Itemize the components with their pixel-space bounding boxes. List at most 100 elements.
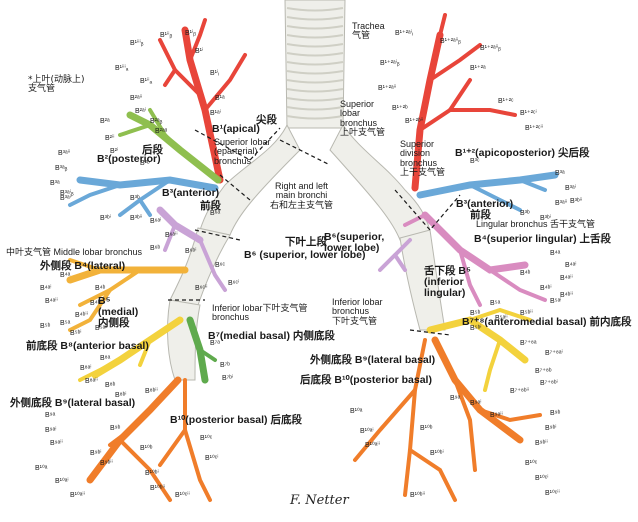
trachea <box>284 0 346 129</box>
segment-code-label: B⁵ᵃ <box>490 300 501 307</box>
segment-code-label: B⁹ᵇ <box>550 410 561 417</box>
b6-superior-lower-left-label: B⁶(superior, lower lobe) <box>324 231 385 255</box>
b1-2-apicoposterior-label: B¹⁺²(apicoposterior) 尖后段 <box>455 147 590 159</box>
segment-code-label: B⁶ᶜⁱ <box>228 280 240 287</box>
segment-code-label: B⁴ᵇ <box>95 285 106 292</box>
segment-code-label: B³ᵃⁱ <box>60 195 71 202</box>
segment-code-label: B²ᵃⁱⁱ <box>130 95 143 102</box>
segment-code-label: B⁵ᵃⁱ <box>95 325 107 332</box>
b4-lateral-label: 外侧段 B⁴(lateral) <box>40 260 126 272</box>
segment-code-label: B¹⁺²ᶜⁱ <box>520 110 537 117</box>
lower-basal-branch <box>453 378 477 472</box>
b2-posterior-cn-label: 后段 <box>142 144 163 156</box>
segment-boundary-dashed-line <box>394 189 461 231</box>
segment-code-label: B⁸ᵃⁱⁱ <box>85 378 98 385</box>
segment-code-label: B¹⁰ᵃⁱ <box>360 428 374 435</box>
segment-code-label: B⁴ᵃⁱⁱ <box>560 275 573 282</box>
trachea-ring <box>286 7 344 12</box>
segment-code-label: B¹⁺²ᶜⁱⁱ <box>525 125 544 132</box>
segment-code-label: B⁶ᵇⁱ <box>185 248 197 255</box>
segment-code-label: B⁴ᵃⁱⁱ <box>45 298 58 305</box>
segment-code-label: B⁴ᵇ <box>520 270 531 277</box>
segment-code-label: B¹⁰ᵃⁱⁱ <box>365 442 380 449</box>
superior-lobar-eparterial-label: Superior lobar (eparterial) bronchus <box>214 137 271 166</box>
artist-signature: F. Netter <box>290 493 349 508</box>
upper-anterior-branch <box>138 198 152 217</box>
b3-anterior-cn-label: 前段 <box>200 200 221 212</box>
upper-apical-branch <box>181 26 224 184</box>
upper-lobe-cn-label: *上叶(动脉上) 支气管 <box>28 75 85 95</box>
upper-anterior-branch <box>518 178 547 192</box>
segment-code-label: B⁶ᵇ <box>150 245 161 252</box>
segment-code-label: B⁷⁺⁸ᵃⁱ <box>545 350 563 357</box>
segment-code-label: B⁹ᵃⁱ <box>470 400 482 407</box>
middle-lobe-branch <box>68 288 112 332</box>
b6-superior-lower-right-cn-label: 下叶上段 <box>285 236 327 248</box>
lingula-branch <box>458 248 482 307</box>
segment-code-label: B⁵ᵃ <box>60 320 71 327</box>
segment-code-label: B¹⁺²ᵃⁱⁱ <box>378 85 397 92</box>
segment-code-label: B¹⁰ᶜⁱ <box>535 475 549 482</box>
segment-boundary-dashed-line <box>194 127 281 161</box>
segment-code-label: B¹⁰ᶜ <box>200 435 213 442</box>
segment-code-label: B²ᵃ <box>100 118 110 125</box>
segment-code-label: B³ᵇⁱⁱ <box>130 215 143 222</box>
segment-code-label: B¹⁺²ᵃⁱⁱᵦ <box>440 38 461 45</box>
trachea-ring <box>286 79 344 84</box>
anterior-basal-branch <box>483 338 502 392</box>
segment-code-label: B⁶ᵃ <box>210 210 221 217</box>
anterior-basal-branch <box>78 358 122 382</box>
segment-code-label: B⁴ᵇⁱⁱ <box>560 292 573 299</box>
upper-anterior-branch <box>68 183 122 207</box>
segment-code-label: B⁹ᵃ <box>45 412 56 419</box>
upper-apical-branch <box>163 68 177 87</box>
segment-code-label: B³ᵇⁱ <box>100 215 111 222</box>
upper-apical-branch <box>188 18 207 62</box>
trachea-ring <box>286 106 344 111</box>
segment-code-label: B⁶ᵃⁱ <box>150 218 162 225</box>
b10-posterior-basal-left-label: 后底段 B¹⁰(posterior basal) <box>300 374 432 386</box>
segment-code-label: B⁴ᵃⁱ <box>40 285 52 292</box>
segment-code-label: B¹⁰ᵇⁱⁱ <box>410 492 425 499</box>
superior-lower-branch <box>393 253 407 272</box>
medial-basal-branch <box>198 348 217 362</box>
superior-division-label: Superior division bronchus 上干支气管 <box>400 139 446 178</box>
segment-code-label: B⁹ᵇⁱⁱ <box>535 440 548 447</box>
segment-code-label: B⁸ᵇⁱⁱ <box>145 388 158 395</box>
segment-code-label: B¹⁰ᵇ <box>420 425 433 432</box>
segment-code-label: B¹ⁱ <box>195 48 204 55</box>
segment-code-label: B⁵ᵇ <box>40 323 51 330</box>
upper-apical-branch <box>203 53 247 112</box>
segment-code-label: B⁹ᵇⁱ <box>90 450 102 457</box>
segment-code-label: B¹ⁱⁱⁱᵦ <box>130 40 144 47</box>
b1-apical-label: B¹(apical) <box>212 123 260 135</box>
segment-code-label: B⁹ᵃⁱⁱ <box>50 440 63 447</box>
segment-code-label: B⁷ᵇⁱ <box>222 375 234 382</box>
b10-posterior-basal-right-label: B¹⁰(posterior basal) 后底段 <box>170 414 302 426</box>
upper-anterior-branch <box>416 171 559 199</box>
segment-code-label: B⁶ᶜⁱⁱ <box>195 285 208 292</box>
middle-lobar-bronchus-label: 中叶支气管 Middle lobar bronchus <box>6 247 143 257</box>
segment-code-label: B¹⁰ᵇⁱ <box>145 470 159 477</box>
upper-posterior-branch <box>148 108 182 152</box>
lower-basal-branch <box>431 336 524 444</box>
anterior-basal-branch <box>426 316 529 364</box>
segment-code-label: B⁷ᵃ <box>210 340 220 347</box>
upper-apical-branch <box>448 108 517 117</box>
b7-8-anteromedial-basal-label: B⁷⁺⁸(anteromedial basal) 前内底段 <box>462 316 632 328</box>
lower-basal-branch <box>478 408 542 423</box>
segment-code-label: B³ᵃⁱⁱ <box>555 200 568 207</box>
trachea-ring <box>286 61 344 66</box>
segment-boundary-dashed-line <box>194 229 241 241</box>
segment-code-label: B¹⁰ᵇⁱ <box>430 450 444 457</box>
segment-code-label: B⁴ᵃⁱ <box>565 262 577 269</box>
segment-code-label: B¹⁰ᶜⁱⁱ <box>175 492 190 499</box>
upper-apical-branch <box>428 43 482 82</box>
segment-code-label: B¹ⁱⁱₐ <box>140 78 153 85</box>
segment-code-label: B⁹ᵃⁱ <box>45 427 57 434</box>
segment-code-label: B³ᵇⁱ <box>540 215 551 222</box>
trachea-ring <box>286 88 344 93</box>
lower-basal-branch <box>183 378 212 502</box>
segment-code-label: B⁶ᵃⁱⁱ <box>165 232 178 239</box>
